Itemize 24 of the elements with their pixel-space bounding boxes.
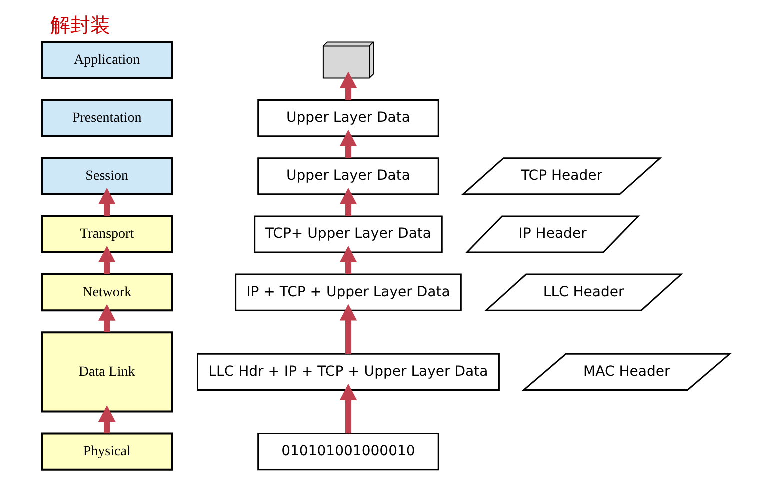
node-box: Transport — [41, 215, 174, 254]
node-box: Presentation — [41, 99, 174, 138]
node-box: Data Link — [41, 332, 174, 413]
arrow — [340, 304, 358, 354]
node-box: Session — [41, 157, 174, 196]
node-box: Upper Layer Data — [258, 158, 440, 196]
node-box: 010101001000010 — [258, 433, 440, 471]
arrow — [340, 384, 358, 434]
arrow — [340, 72, 358, 100]
arrow — [98, 406, 116, 434]
node-box: Application — [41, 41, 174, 80]
node-box: Network — [41, 274, 174, 312]
arrow — [98, 188, 116, 216]
node-box: TCP+ Upper Layer Data — [254, 216, 443, 254]
arrow — [340, 246, 358, 274]
node-box: Upper Layer Data — [258, 100, 440, 138]
node-box: Physical — [41, 432, 174, 471]
arrow — [340, 188, 358, 216]
arrow — [340, 130, 358, 158]
diagram-title: 解封装 — [50, 13, 111, 38]
node-box: IP + TCP + Upper Layer Data — [235, 274, 462, 312]
node-box: LLC Hdr + IP + TCP + Upper Layer Data — [197, 353, 500, 391]
arrow — [98, 246, 116, 274]
arrow — [98, 304, 116, 332]
